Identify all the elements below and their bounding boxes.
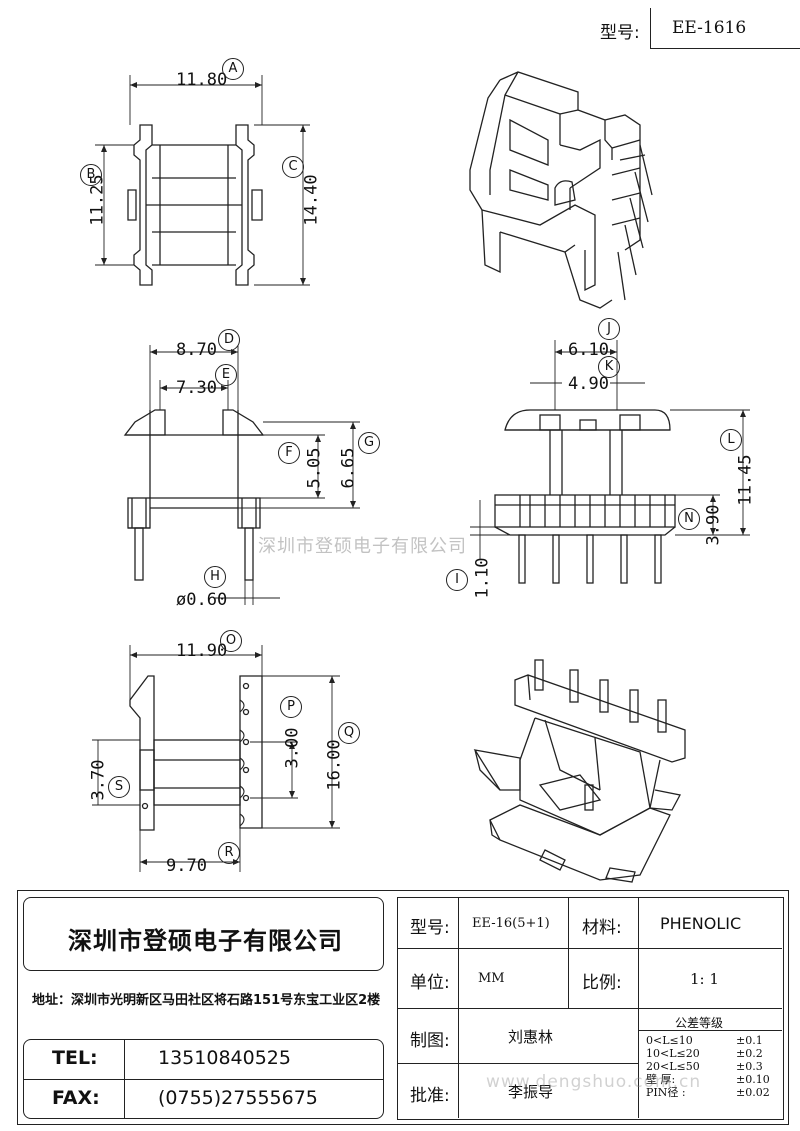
dim-j-value: 6.10 — [568, 340, 609, 360]
dim-r-value: 9.70 — [166, 856, 207, 876]
watermark-bottom: www.dengshuo.com.cn — [486, 1072, 702, 1092]
dim-c-value: 14.40 — [301, 174, 322, 226]
dim-q-value: 16.00 — [324, 739, 345, 791]
bottom-view — [129, 675, 263, 831]
technical-drawing — [92, 71, 750, 883]
header-model-value: EE-1616 — [672, 18, 747, 38]
contact-divider-v — [124, 1039, 125, 1119]
tolerance-list: 0<L≤10±0.1 10<L≤20±0.2 20<L≤50±0.3 壁 厚:±… — [646, 1034, 778, 1099]
tag-r: R — [218, 842, 240, 864]
scale-label: 比例: — [582, 973, 622, 993]
front-view — [123, 409, 265, 581]
tag-f: F — [278, 442, 300, 464]
dim-a-value: 11.80 — [176, 70, 228, 90]
tel-value: 13510840525 — [158, 1047, 291, 1069]
tag-p: P — [280, 696, 302, 718]
tolerance-title: 公差等级 — [675, 1016, 724, 1030]
tolerance-row: PIN径 :±0.02 — [646, 1086, 770, 1099]
header-model-box — [650, 8, 800, 49]
tag-n: N — [678, 508, 700, 530]
header-model: 型号: EE-1616 — [560, 0, 800, 50]
company-name: 深圳市登硕电子有限公司 — [68, 927, 343, 955]
dim-h-value: ø0.60 — [176, 590, 228, 610]
tolerance-row: 10<L≤20±0.2 — [646, 1047, 763, 1060]
company-address: 地址：深圳市光明新区马田社区将石路151号东宝工业区2楼 — [32, 993, 381, 1008]
fax-label: FAX: — [52, 1087, 100, 1109]
iso-view-top — [469, 71, 653, 309]
tolerance-row: 壁 厚:±0.10 — [646, 1073, 770, 1086]
tag-o: O — [220, 630, 242, 652]
fax-value: (0755)27555675 — [158, 1087, 318, 1109]
watermark-center: 深圳市登硕电子有限公司 — [258, 536, 467, 557]
material-value: PHENOLIC — [660, 914, 742, 933]
side-view — [494, 409, 676, 584]
model-label: 型号: — [410, 918, 450, 938]
dim-p-value: 3.00 — [282, 727, 303, 769]
top-view — [127, 124, 263, 286]
title-block: 深圳市登硕电子有限公司 地址：深圳市光明新区马田社区将石路151号东宝工业区2楼… — [17, 890, 789, 1125]
drawn-value: 刘惠林 — [508, 1028, 554, 1046]
dim-l-value: 11.45 — [735, 454, 756, 506]
spec-grid: 型号: EE-16(5+1) 材料: PHENOLIC 单位: MM 比例: 1… — [397, 897, 784, 1120]
approved-value: 李振导 — [508, 1083, 554, 1101]
tag-s: S — [108, 776, 130, 798]
dim-g-value: 6.65 — [338, 447, 359, 489]
tag-i: I — [446, 569, 468, 591]
tag-d: D — [218, 329, 240, 351]
drawn-label: 制图: — [410, 1031, 450, 1051]
approved-label: 批准: — [410, 1086, 450, 1106]
material-label: 材料: — [582, 918, 622, 938]
dim-n-value: 3.90 — [703, 504, 724, 546]
tel-label: TEL: — [52, 1047, 98, 1069]
dim-s-value: 3.70 — [88, 759, 109, 801]
unit-value: MM — [478, 971, 505, 986]
dim-e-value: 7.30 — [176, 378, 217, 398]
dim-k-value: 4.90 — [568, 374, 609, 394]
tag-k: K — [598, 356, 620, 378]
dim-d-value: 8.70 — [176, 340, 217, 360]
dim-o-value: 11.90 — [176, 641, 228, 661]
tolerance-row: 20<L≤50±0.3 — [646, 1060, 763, 1073]
model-value: EE-16(5+1) — [472, 916, 550, 931]
tag-j: J — [598, 318, 620, 340]
tag-l: L — [720, 429, 742, 451]
dim-f-value: 5.05 — [304, 447, 325, 489]
tag-a: A — [222, 58, 244, 80]
company-box — [23, 897, 384, 971]
scale-value: 1: 1 — [690, 970, 719, 988]
tag-h: H — [204, 566, 226, 588]
dim-i-value: 1.10 — [472, 557, 493, 599]
tolerance-row: 0<L≤10±0.1 — [646, 1034, 763, 1047]
tag-e: E — [215, 364, 237, 386]
tag-q: Q — [338, 722, 360, 744]
header-model-label: 型号: — [600, 23, 640, 43]
unit-label: 单位: — [410, 973, 450, 993]
tag-g: G — [358, 432, 380, 454]
tag-c: C — [282, 156, 304, 178]
tag-b: B — [80, 164, 102, 186]
contact-divider-h — [23, 1079, 384, 1080]
iso-view-bottom — [473, 659, 686, 883]
